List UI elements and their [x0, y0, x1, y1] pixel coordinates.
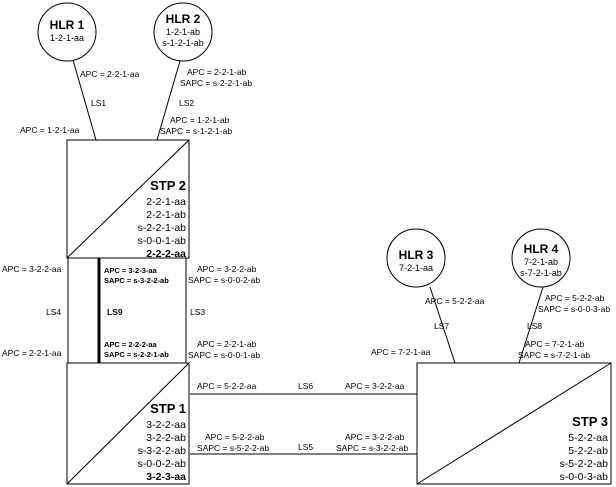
- stp1-pc: 3-2-2-aa: [146, 419, 186, 431]
- apc-label: APC = 3-2-2-ab: [345, 432, 405, 442]
- stp3-pc: s-0-0-3-ab: [560, 471, 609, 483]
- sapc-label: SAPC = s-0-0-2-ab: [188, 275, 260, 285]
- sapc-label: SAPC = s-3-2-2-ab: [104, 276, 169, 285]
- linkset-ls2-label: LS2: [179, 98, 194, 108]
- sapc-label: SAPC = s-2-2-1-ab: [104, 350, 169, 359]
- linkset-ls4-label: LS4: [46, 307, 61, 317]
- apc-label: APC = 2-2-1-aa: [80, 69, 140, 79]
- linkset-ls1-line: [72, 59, 97, 141]
- linkset-ls9-label: LS9: [107, 307, 123, 317]
- apc-label: APC = 5-2-2-ab: [545, 293, 605, 303]
- apc-label: APC = 3-2-2-aa: [345, 381, 405, 391]
- hlr4-node[interactable]: HLR 4 7-2-1-ab s-7-2-1-ab: [511, 228, 571, 288]
- linkset-ls2-line: [156, 60, 181, 141]
- hlr2-pc: 1-2-1-ab: [166, 27, 200, 37]
- apc-label: APC = 5-2-2-ab: [205, 432, 265, 442]
- apc-label: APC = 3-2-2-aa: [2, 264, 62, 274]
- hlr2-pc: s-1-2-1-ab: [162, 38, 204, 48]
- hlr4-pc: 7-2-1-ab: [524, 257, 558, 267]
- apc-label: APC = 3-2-3-aa: [104, 266, 158, 275]
- stp1-pc: s-0-0-2-ab: [138, 458, 187, 470]
- linkset-ls3-label: LS3: [190, 307, 205, 317]
- sapc-label: SAPC = s-3-2-2-ab: [336, 443, 408, 453]
- stp2-pc-bold: 2-2-2-aa: [146, 248, 186, 260]
- hlr1-node[interactable]: HLR 1 1-2-1-aa: [37, 2, 97, 62]
- stp2-name: STP 2: [150, 178, 186, 193]
- apc-label: APC = 3-2-2-ab: [197, 264, 257, 274]
- hlr4-pc: s-7-2-1-ab: [520, 268, 562, 278]
- hlr2-node[interactable]: HLR 2 1-2-1-ab s-1-2-1-ab: [153, 2, 213, 62]
- linkset-ls7-label: LS7: [434, 321, 449, 331]
- apc-label: APC = 7-2-1-ab: [525, 339, 585, 349]
- linkset-ls6-label: LS6: [298, 381, 313, 391]
- stp2-node[interactable]: STP 2 2-2-1-aa 2-2-1-ab s-2-2-1-ab s-0-0…: [66, 139, 190, 260]
- apc-label: APC = 2-2-2-aa: [104, 340, 158, 349]
- apc-label: APC = 7-2-1-aa: [371, 347, 431, 357]
- stp3-name: STP 3: [572, 414, 608, 429]
- linkset-ls8-line: [518, 286, 544, 364]
- linkset-ls8-label: LS8: [527, 321, 542, 331]
- hlr4-name: HLR 4: [524, 242, 559, 256]
- apc-label: APC = 2-2-1-ab: [197, 339, 257, 349]
- hlr1-name: HLR 1: [50, 18, 85, 32]
- apc-label: APC = 1-2-1-ab: [170, 115, 230, 125]
- sapc-label: SAPC = s-0-0-1-ab: [188, 350, 260, 360]
- hlr2-name: HLR 2: [166, 12, 201, 26]
- stp1-name: STP 1: [150, 401, 186, 416]
- stp2-pc: 2-2-1-ab: [146, 209, 186, 221]
- apc-label: APC = 2-2-1-ab: [187, 67, 247, 77]
- apc-label: APC = 2-2-1-aa: [2, 348, 62, 358]
- stp3-pc: 5-2-2-ab: [568, 445, 608, 457]
- hlr3-name: HLR 3: [399, 248, 434, 262]
- stp3-node[interactable]: STP 3 5-2-2-aa 5-2-2-ab s-5-2-2-ab s-0-0…: [416, 362, 612, 485]
- stp2-pc: 2-2-1-aa: [146, 196, 186, 208]
- linkset-ls5-label: LS5: [298, 442, 313, 452]
- apc-label: APC = 5-2-2-aa: [425, 296, 485, 306]
- stp3-pc: s-5-2-2-ab: [560, 458, 609, 470]
- sapc-label: SAPC = s-0-0-3-ab: [538, 304, 610, 314]
- linkset-ls1-label: LS1: [91, 98, 106, 108]
- hlr1-pc: 1-2-1-aa: [50, 33, 84, 43]
- stp2-pc: s-0-0-1-ab: [138, 235, 187, 247]
- linkset-ls7-line: [429, 286, 456, 364]
- hlr3-node[interactable]: HLR 3 7-2-1-aa: [386, 228, 446, 288]
- stp2-pc: s-2-2-1-ab: [138, 222, 187, 234]
- sapc-label: SAPC = s-1-2-1-ab: [160, 126, 232, 136]
- stp1-pc: 3-2-2-ab: [146, 432, 186, 444]
- sapc-label: SAPC = s-5-2-2-ab: [197, 443, 269, 453]
- stp1-pc: s-3-2-2-ab: [138, 445, 187, 457]
- stp3-pc: 5-2-2-aa: [568, 432, 608, 444]
- sapc-label: SAPC = s-2-2-1-ab: [180, 78, 252, 88]
- stp1-pc-bold: 3-2-3-aa: [146, 471, 186, 483]
- sapc-label: SAPC = s-7-2-1-ab: [518, 350, 590, 360]
- apc-label: APC = 1-2-1-aa: [20, 125, 80, 135]
- stp1-node[interactable]: STP 1 3-2-2-aa 3-2-2-ab s-3-2-2-ab s-0-0…: [66, 362, 190, 485]
- hlr3-pc: 7-2-1-aa: [399, 263, 433, 273]
- apc-label: APC = 5-2-2-aa: [197, 381, 257, 391]
